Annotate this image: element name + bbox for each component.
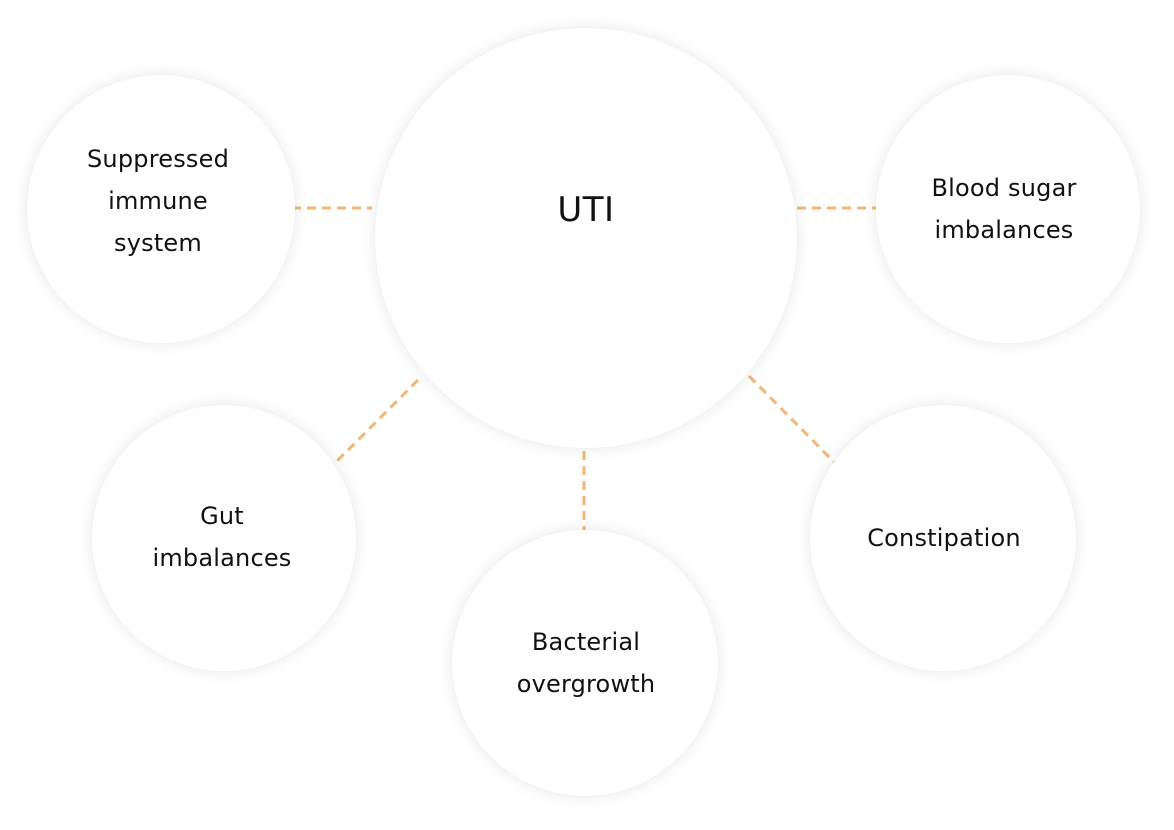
node-suppressed-immune-system: Suppressed immune system — [27, 75, 295, 343]
node-bacterial-overgrowth: Bacterial overgrowth — [452, 530, 718, 796]
node-bacterial-overgrowth-label: Bacterial overgrowth — [516, 628, 656, 698]
node-uti: UTI — [375, 28, 797, 448]
node-suppressed-immune-system-label: Suppressed immune system — [86, 145, 230, 257]
node-constipation: Constipation — [810, 405, 1076, 671]
node-gut-imbalances-label: Gut imbalances — [152, 502, 292, 572]
connector-uti-gut — [332, 378, 420, 466]
node-gut-imbalances: Gut imbalances — [92, 405, 356, 671]
node-constipation-label: Constipation — [867, 524, 1021, 552]
node-uti-label: UTI — [557, 190, 615, 230]
node-blood-sugar-imbalances: Blood sugar imbalances — [876, 75, 1140, 343]
connector-uti-constipation — [747, 374, 837, 465]
node-blood-sugar-imbalances-label: Blood sugar imbalances — [931, 174, 1077, 244]
